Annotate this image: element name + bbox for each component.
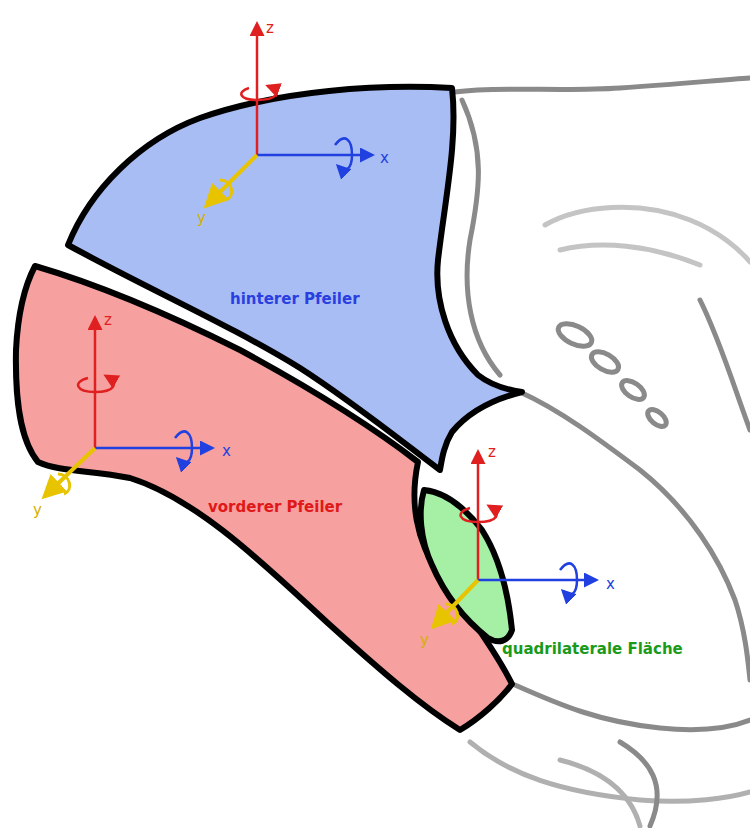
- axis-label: z: [104, 312, 112, 328]
- region-label: hinterer Pfeiler: [230, 290, 360, 308]
- axis-label: z: [488, 444, 496, 460]
- axis-label: x: [380, 150, 389, 166]
- region-label: vorderer Pfeiler: [208, 498, 342, 516]
- axis-label: y: [420, 632, 429, 648]
- axis-label: x: [222, 443, 231, 459]
- axis-label: x: [606, 576, 615, 592]
- axis-label: y: [197, 210, 206, 226]
- axis-label: y: [33, 502, 42, 518]
- region-label: quadrilaterale Fläche: [502, 640, 683, 658]
- axis-label: z: [266, 20, 274, 36]
